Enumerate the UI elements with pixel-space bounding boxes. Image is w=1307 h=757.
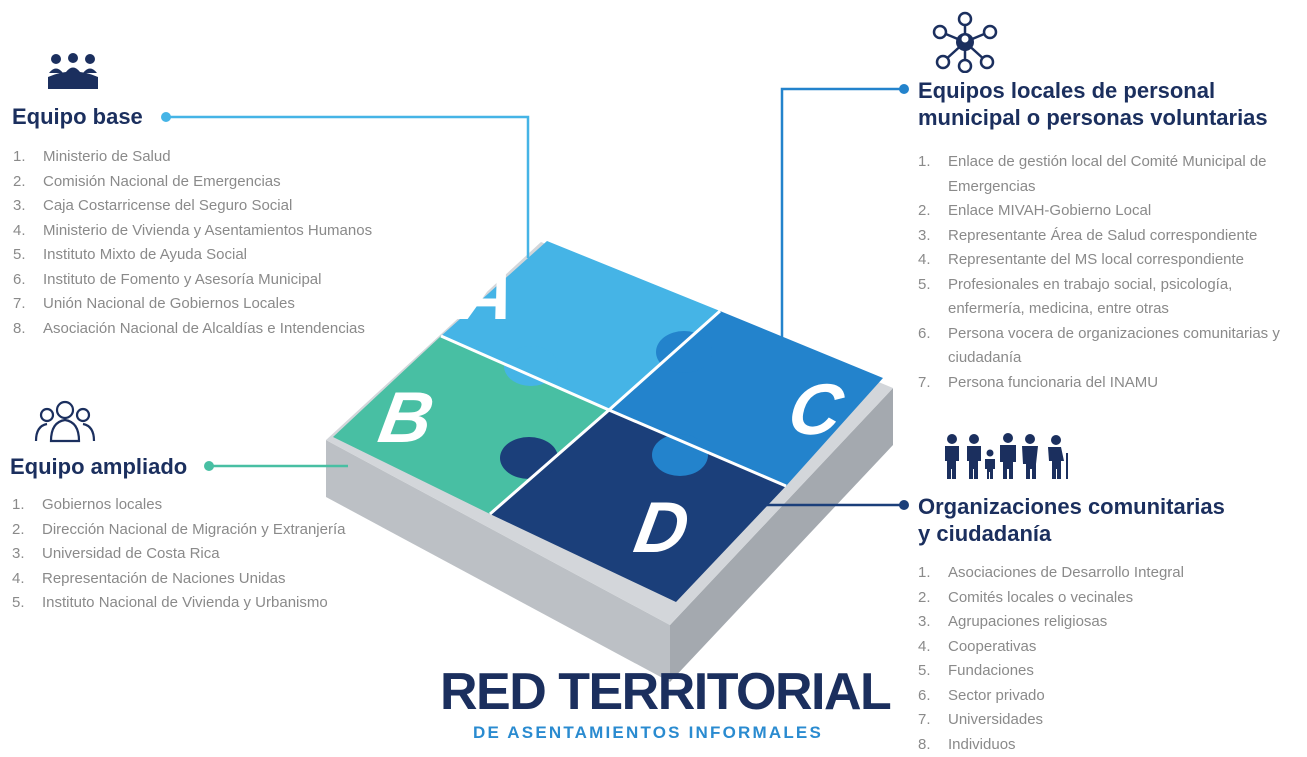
list-item: 6.Instituto de Fomento y Asesoría Munici… — [13, 268, 372, 293]
connector-locales — [782, 89, 902, 337]
list-item: 1.Ministerio de Salud — [13, 145, 372, 170]
group-outline-icon — [34, 397, 96, 443]
list-item: 4.Representante del MS local correspondi… — [918, 248, 1303, 273]
list-item: 3.Universidad de Costa Rica — [12, 542, 345, 567]
list-item: 1.Asociaciones de Desarrollo Integral — [918, 561, 1184, 586]
section-title-line: y ciudadanía — [918, 520, 1225, 547]
section-title-equipo-base: Equipo base — [12, 103, 143, 130]
list-item: 2.Enlace MIVAH-Gobierno Local — [918, 199, 1303, 224]
list-organizaciones: 1.Asociaciones de Desarrollo Integral 2.… — [918, 561, 1184, 757]
list-item: 2.Comisión Nacional de Emergencias — [13, 170, 372, 195]
list-item: 3.Representante Área de Salud correspond… — [918, 224, 1303, 249]
list-item: 7.Universidades — [918, 708, 1184, 733]
list-item: 4.Cooperativas — [918, 635, 1184, 660]
tab-d-into-b — [500, 437, 558, 479]
list-item: 6.Persona vocera de organizaciones comun… — [918, 322, 1303, 371]
list-item: 4.Ministerio de Vivienda y Asentamientos… — [13, 219, 372, 244]
meeting-table-icon — [45, 51, 101, 91]
list-item: 3.Agrupaciones religiosas — [918, 610, 1184, 635]
list-item: 5.Fundaciones — [918, 659, 1184, 684]
list-item: 8.Asociación Nacional de Alcaldías e Int… — [13, 317, 372, 342]
section-title-line: Organizaciones comunitarias — [918, 493, 1225, 520]
network-people-icon — [932, 11, 998, 73]
list-item: 5.Profesionales en trabajo social, psico… — [918, 273, 1303, 322]
tab-c-into-a — [656, 331, 712, 373]
connector-dot-organizaciones — [899, 500, 909, 510]
main-subtitle: DE ASENTAMIENTOS INFORMALES — [440, 722, 856, 744]
connector-dot-base — [161, 112, 171, 122]
section-title-equipos-locales: Equipos locales de personal municipal o … — [918, 77, 1268, 131]
section-title-line: municipal o personas voluntarias — [918, 104, 1268, 131]
list-item: 2.Dirección Nacional de Migración y Extr… — [12, 518, 345, 543]
list-item: 2.Comités locales o vecinales — [918, 586, 1184, 611]
list-equipos-locales: 1.Enlace de gestión local del Comité Mun… — [918, 150, 1303, 395]
connector-dot-locales — [899, 84, 909, 94]
list-item: 7.Unión Nacional de Gobiernos Locales — [13, 292, 372, 317]
list-equipo-ampliado: 1.Gobiernos locales 2.Dirección Nacional… — [12, 493, 345, 616]
list-item: 7.Persona funcionaria del INAMU — [918, 371, 1303, 396]
section-title-organizaciones: Organizaciones comunitarias y ciudadanía — [918, 493, 1225, 547]
list-item: 5.Instituto Mixto de Ayuda Social — [13, 243, 372, 268]
section-title-line: Equipos locales de personal — [918, 77, 1268, 104]
list-item: 5.Instituto Nacional de Vivienda y Urban… — [12, 591, 345, 616]
family-people-icon — [942, 433, 1092, 483]
list-item: 6.Sector privado — [918, 684, 1184, 709]
list-item: 1.Enlace de gestión local del Comité Mun… — [918, 150, 1303, 199]
section-title-equipo-ampliado: Equipo ampliado — [10, 453, 187, 480]
list-item: 4.Representación de Naciones Unidas — [12, 567, 345, 592]
list-item: 3.Caja Costarricense del Seguro Social — [13, 194, 372, 219]
connector-dot-ampliado — [204, 461, 214, 471]
list-item: 1.Gobiernos locales — [12, 493, 345, 518]
list-equipo-base: 1.Ministerio de Salud 2.Comisión Naciona… — [13, 145, 372, 341]
main-title: RED TERRITORIAL — [440, 664, 856, 720]
list-item: 8.Individuos — [918, 733, 1184, 757]
